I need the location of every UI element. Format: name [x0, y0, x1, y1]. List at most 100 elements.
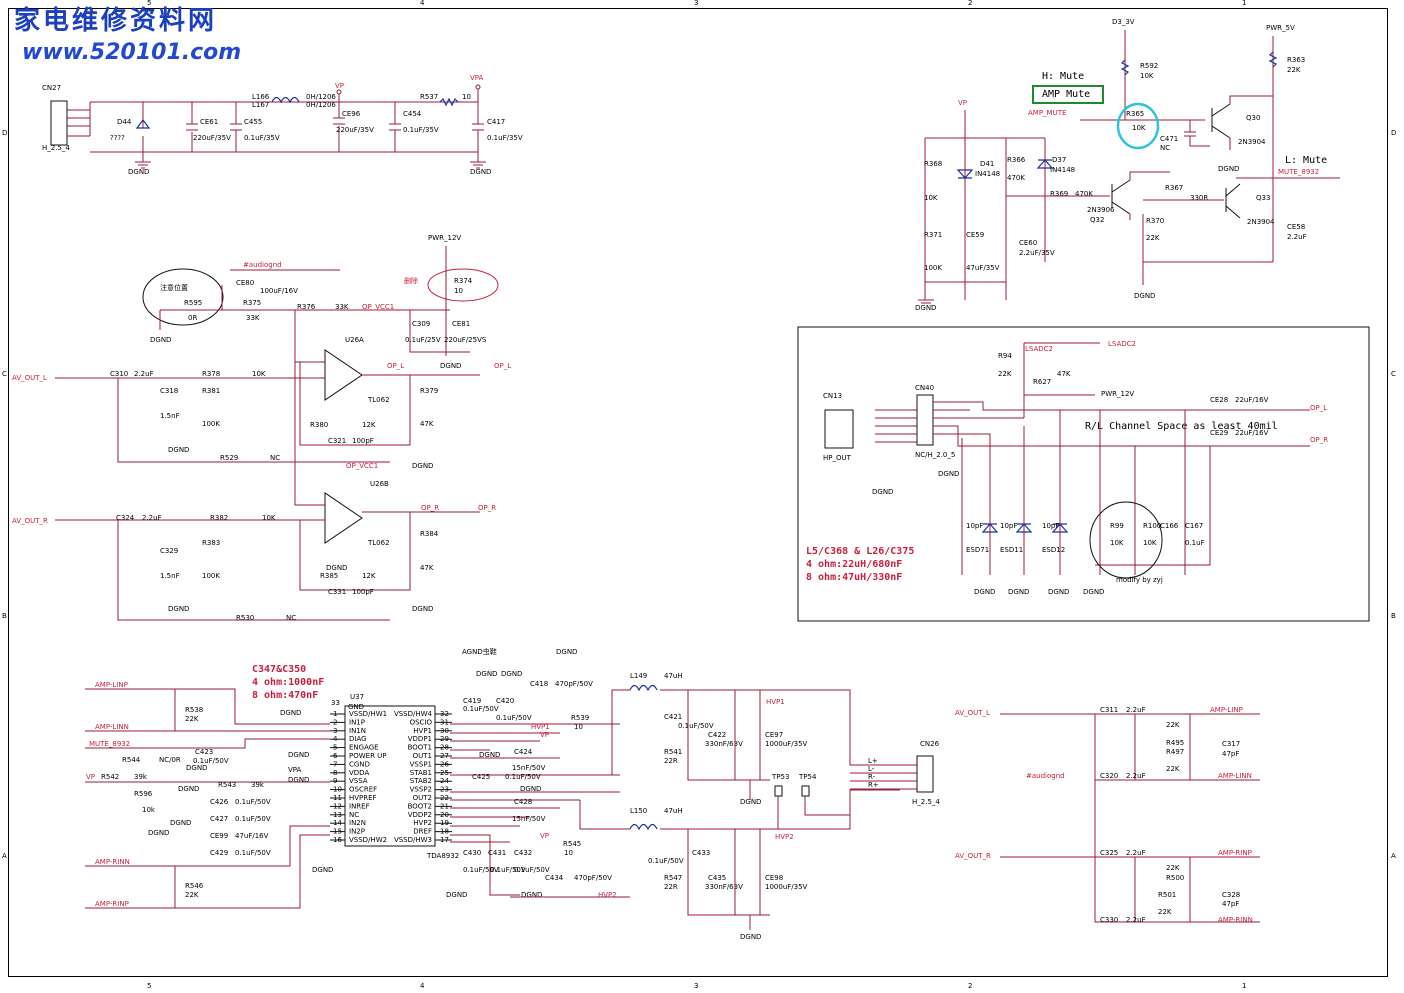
c424-value: 15nF/50V	[512, 764, 546, 772]
r368-ref: R368	[924, 160, 942, 168]
grid-side-b: B	[2, 612, 7, 620]
opl-hp: OP_L	[1310, 404, 1327, 412]
r595-value: 0R	[188, 314, 197, 322]
r385-ref: R385	[320, 572, 338, 580]
r530-value: NC	[286, 614, 296, 622]
gnd-op-7: DGND	[326, 564, 347, 572]
grid-bot-2: 2	[968, 982, 972, 990]
ce98-ref: CE98	[765, 874, 783, 882]
out-pin-1: L+	[868, 757, 878, 765]
l149-ref: L149	[630, 672, 647, 680]
r376-value: 33K	[335, 303, 349, 311]
u37-right-pin-name: VDDP2	[408, 811, 432, 819]
gnd-amp-3: DGND	[288, 776, 309, 784]
cn27-ref: CN27	[42, 84, 61, 92]
c429-ref: C429	[210, 849, 228, 857]
d33-net: D3_3V	[1112, 18, 1135, 26]
ce97-value: 1000uF/35V	[765, 740, 808, 748]
r382-ref: R382	[210, 514, 228, 522]
amp-linp-in: AMP-LINP	[1210, 706, 1243, 714]
r501-value: 22K	[1158, 908, 1172, 916]
tp53: TP53	[771, 773, 789, 781]
gnd-amp-16: DGND	[740, 933, 761, 941]
gnd-hp-5: DGND	[1048, 588, 1069, 596]
c318-ref: C318	[160, 387, 178, 395]
grid-side-a-r: A	[1391, 852, 1396, 860]
q33-type: 2N3904	[1247, 218, 1275, 226]
u37-left-pin-name: DIAG	[349, 735, 367, 743]
avoutr-in: AV_OUT_R	[955, 852, 991, 860]
ce80-value: 100uF/16V	[260, 287, 298, 295]
c425-value: 0.1uF/50V	[505, 773, 541, 781]
input-block: AV_OUT_L C311 2.2uF AMP-LINP 22K R495 R4…	[955, 706, 1260, 924]
esd12-value: 10pF	[1042, 522, 1059, 530]
c328-value: 47pF	[1222, 900, 1239, 908]
hvp2-ic: HVP2	[598, 891, 617, 899]
gnd-amp-6: DGND	[170, 819, 191, 827]
r374-ref: R374	[454, 277, 473, 285]
r546-value: 22K	[185, 891, 199, 899]
gnd-amp-15: DGND	[740, 798, 761, 806]
gnd-mute-1: DGND	[915, 304, 936, 312]
r380-ref: R380	[310, 421, 328, 429]
r369-value: 470K	[1075, 190, 1093, 198]
r495-ref: R495	[1166, 739, 1184, 747]
amp-note-1: C347&C350	[252, 664, 306, 675]
sheet-border	[8, 8, 1388, 977]
u37-left-pin-number: 2	[333, 718, 337, 726]
mute8932-net: MUTE_8932	[1278, 168, 1319, 176]
u37-left-pin-name: IN1P	[349, 718, 365, 726]
u37-left-pin-name: POWER UP	[349, 752, 387, 760]
vp-net: VP	[335, 82, 344, 90]
r99-ref: R99	[1110, 522, 1124, 530]
r497-value: 22K	[1166, 765, 1180, 773]
u37-right-pin-name: HVP2	[413, 819, 432, 827]
c430-value: 0.1uF/50V	[463, 866, 499, 874]
ce58-ref: CE58	[1287, 223, 1305, 231]
r378-ref: R378	[202, 370, 220, 378]
note-place-circle	[142, 268, 224, 326]
vpa-amp: VPA	[288, 766, 302, 774]
l166-value: 0H/1206	[306, 93, 336, 101]
c321-value: 100pF	[352, 437, 374, 445]
c426-ref: C426	[210, 798, 229, 806]
r545-value: 10	[564, 849, 573, 857]
u37-left-pin-number: 16	[333, 836, 342, 844]
u37-right-pin-number: 19	[440, 819, 449, 827]
r497-ref: R497	[1166, 748, 1184, 756]
gnd-op-4: DGND	[412, 462, 433, 470]
ce59-value: 47uF/35V	[966, 264, 1000, 272]
d41-value: IN4148	[975, 170, 1000, 178]
c331-value: 100pF	[352, 588, 374, 596]
r374-value: 10	[454, 287, 463, 295]
q30-type: 2N3904	[1238, 138, 1266, 146]
c422-ref: C422	[708, 731, 726, 739]
r99-value: 10K	[1110, 539, 1124, 547]
c428-value: 15nF/50V	[512, 815, 546, 823]
gnd-hp-4: DGND	[1008, 588, 1029, 596]
r370-ref: R370	[1146, 217, 1164, 225]
gnd-q30: DGND	[1218, 165, 1239, 173]
u37-right-pin-number: 24	[440, 777, 449, 785]
out-pin-3: R-	[868, 773, 876, 781]
c427-ref: C427	[210, 815, 228, 823]
r543-value: 39k	[251, 781, 265, 789]
gnd-mute-2: DGND	[1134, 292, 1155, 300]
u37-right-pin-number: 28	[440, 744, 449, 752]
c417-value: 0.1uF/35V	[487, 134, 523, 142]
gnd-amp-2: DGND	[288, 751, 309, 759]
u37-left-pin-number: 12	[333, 802, 342, 810]
r367-ref: R367	[1165, 184, 1183, 192]
r538-ref: R538	[185, 706, 203, 714]
r543-ref: R543	[218, 781, 236, 789]
filter-note-2: 4 ohm:22uH/680nF	[806, 559, 902, 570]
r375-value: 33K	[246, 314, 260, 322]
grid-bot-5: 5	[147, 982, 151, 990]
amp-rinp-in: AMP-RINP	[1218, 849, 1252, 857]
u37-left-pin-name: CGND	[349, 760, 370, 768]
r376-ref: R376	[297, 303, 316, 311]
u37-left-pin-number: 11	[333, 794, 342, 802]
r544-ref: R544	[122, 756, 141, 764]
r541-ref: R541	[664, 748, 682, 756]
